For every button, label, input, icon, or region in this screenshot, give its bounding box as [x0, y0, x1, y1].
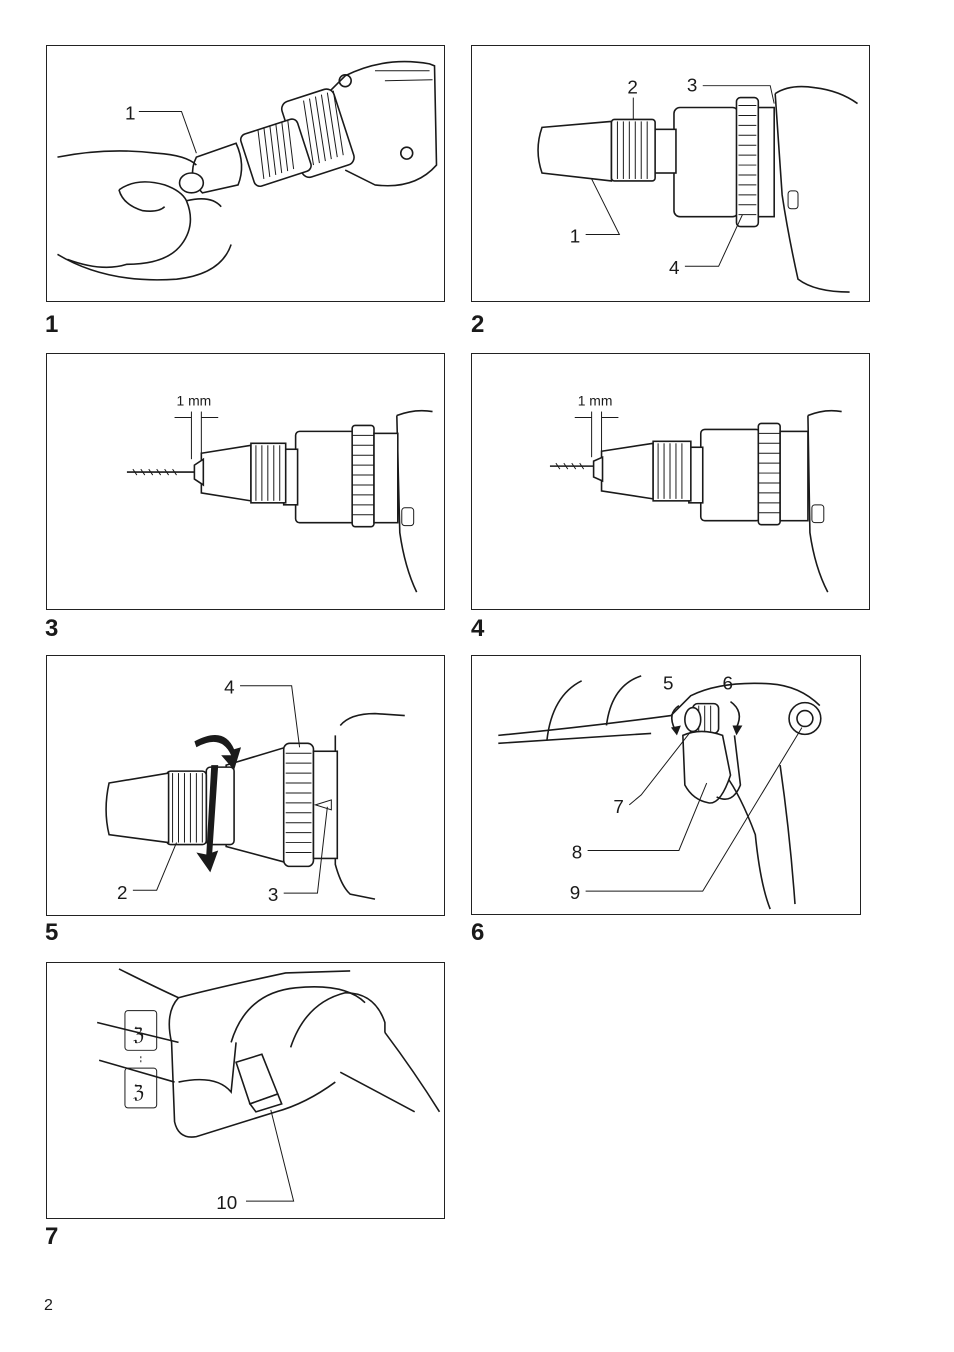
- figure-5-illustration: 4 2 3: [47, 656, 444, 915]
- fig3-dimension-label: 1 mm: [177, 393, 212, 409]
- fig7-callout-10: 10: [216, 1192, 237, 1213]
- figure-2-panel: 2 3 1 4: [471, 45, 870, 302]
- fig6-callout-7: 7: [613, 796, 623, 817]
- fig2-callout-3: 3: [687, 75, 697, 96]
- fig4-dimension-label: 1 mm: [578, 393, 613, 409]
- fig5-callout-4: 4: [224, 677, 234, 698]
- figure-2-illustration: 2 3 1 4: [472, 46, 869, 301]
- fig5-callout-3: 3: [268, 884, 278, 905]
- figure-5-number: 5: [45, 921, 58, 945]
- figure-4-panel: 1 mm: [471, 353, 870, 610]
- figure-3-illustration: 1 mm: [47, 354, 444, 609]
- figure-4-illustration: 1 mm: [472, 354, 869, 609]
- figure-6-panel: 5 6 7 8 9: [471, 655, 861, 915]
- figure-3-panel: 1 mm: [46, 353, 445, 610]
- turtle-icon: ℨ: [133, 1082, 144, 1102]
- figure-7-panel: ℨ ℨ 10: [46, 962, 445, 1219]
- figure-7-illustration: ℨ ℨ 10: [47, 963, 444, 1218]
- fig1-callout-1: 1: [125, 102, 135, 123]
- fig2-callout-1: 1: [570, 225, 580, 246]
- fig2-callout-4: 4: [669, 257, 679, 278]
- rabbit-icon: ℨ: [133, 1024, 144, 1044]
- fig2-callout-2: 2: [627, 77, 637, 98]
- figure-3-number: 3: [45, 617, 58, 641]
- figure-4-number: 4: [471, 617, 484, 641]
- fig6-callout-6: 6: [723, 673, 733, 694]
- figure-1-number: 1: [45, 313, 58, 337]
- page-number: 2: [44, 1297, 53, 1315]
- figure-2-number: 2: [471, 313, 484, 337]
- fig6-callout-5: 5: [663, 673, 673, 694]
- fig5-callout-2: 2: [117, 882, 127, 903]
- figure-1-panel: 1: [46, 45, 445, 302]
- figure-5-panel: 4 2 3: [46, 655, 445, 916]
- fig6-callout-9: 9: [570, 882, 580, 903]
- figure-6-illustration: 5 6 7 8 9: [472, 656, 860, 914]
- figure-7-number: 7: [45, 1225, 58, 1249]
- figure-6-number: 6: [471, 921, 484, 945]
- fig6-callout-8: 8: [572, 841, 582, 862]
- figure-1-illustration: 1: [47, 46, 444, 301]
